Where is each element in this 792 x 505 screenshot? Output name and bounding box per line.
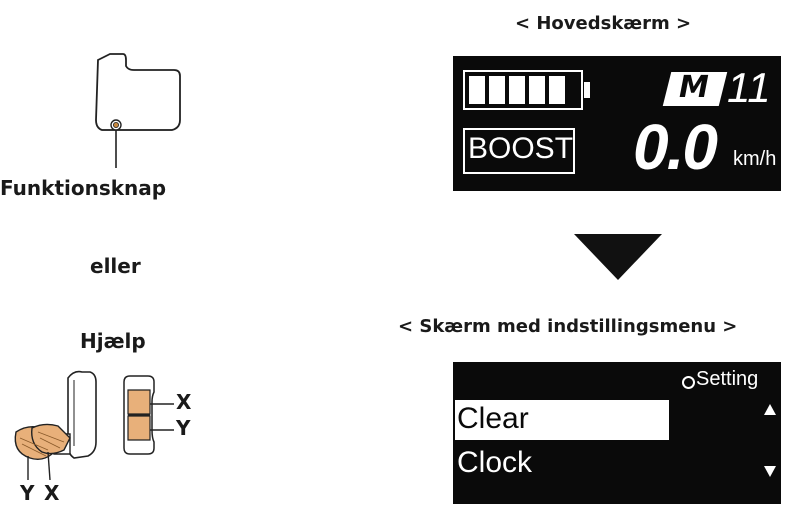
battery-cell (509, 76, 525, 104)
or-label: eller (90, 254, 141, 278)
battery-icon (463, 70, 583, 110)
menu-item-clock[interactable]: Clock (457, 446, 533, 479)
mode-badge-letter: M (679, 70, 709, 105)
assist-switch-illustration (14, 370, 174, 481)
boost-box (463, 128, 575, 174)
function-button-label: Funktionsknap (0, 176, 167, 200)
settings-screen-display: Setting Clear Clock (453, 362, 781, 504)
assist-label: Hjælp (80, 329, 146, 353)
switch-upper-key-label: X (176, 390, 192, 414)
speed-value: 0.0 (633, 111, 718, 183)
switch-lower-key-label: Y (176, 416, 191, 440)
function-button-unit-illustration (95, 53, 181, 168)
battery-cell (489, 76, 505, 104)
speed-unit: km/h (733, 148, 777, 170)
menu-item-clear[interactable]: Clear (457, 402, 529, 435)
battery-cell (529, 76, 545, 104)
battery-cell (469, 76, 485, 104)
settings-ring-icon (682, 376, 695, 389)
settings-header: Setting (696, 368, 759, 390)
scroll-down-icon[interactable] (764, 466, 776, 477)
settings-screen-title: < Skærm med indstillingsmenu > (398, 316, 738, 337)
boost-label: BOOST (468, 132, 574, 165)
menu-item-highlight (455, 400, 669, 440)
lever-right-label: X (44, 481, 60, 505)
lever-left-label: Y (20, 481, 35, 505)
battery-cell (549, 76, 565, 104)
battery-terminal (584, 82, 590, 98)
scroll-up-icon[interactable] (764, 404, 776, 415)
down-arrow-icon (574, 234, 662, 280)
main-screen-title: < Hovedskærm > (515, 13, 692, 34)
main-screen-display: M 11 BOOST 0.0 km/h (453, 56, 781, 191)
assist-number: 11 (727, 64, 771, 111)
